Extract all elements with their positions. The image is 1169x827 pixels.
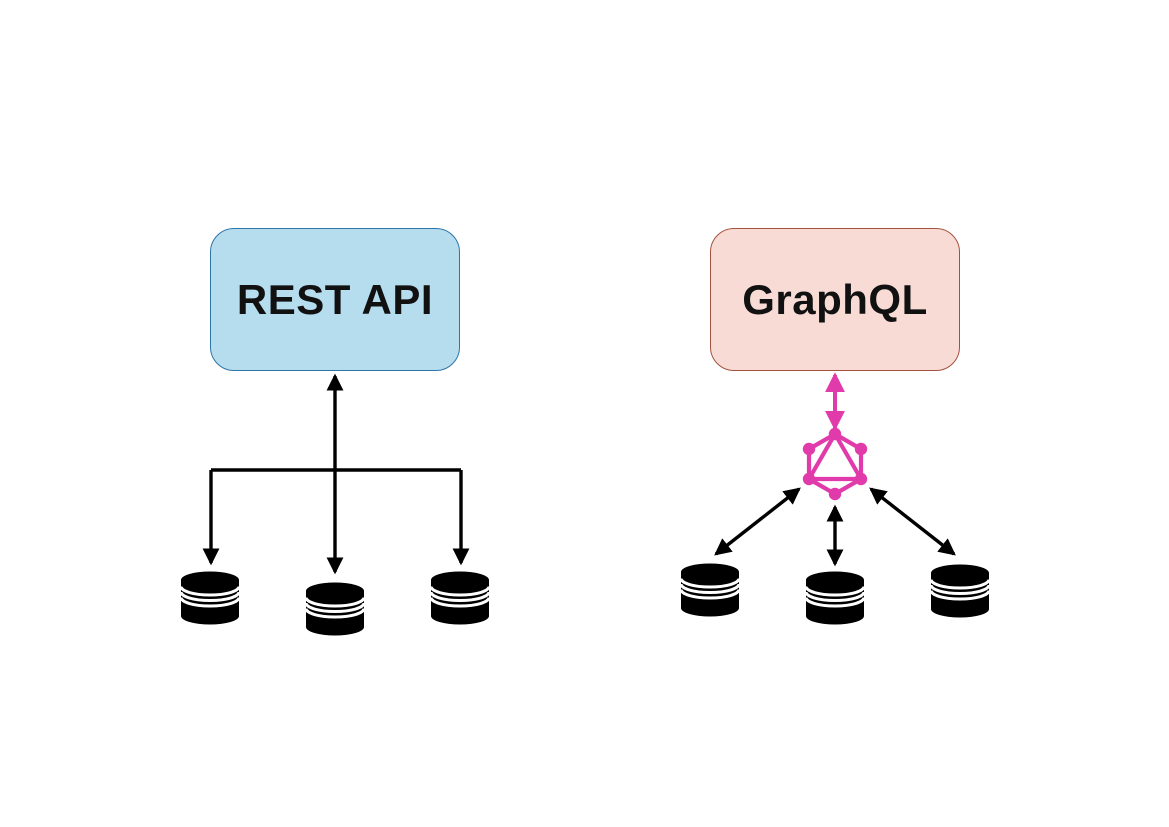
database-icon [679, 562, 741, 618]
graphql-logo-node [854, 442, 868, 456]
graphql-logo-node [828, 427, 842, 441]
database-icon [304, 581, 366, 637]
graphql-logo-icon [802, 427, 868, 501]
connector-logo-to-right-db [869, 487, 956, 556]
graphql-logo-node [802, 442, 816, 456]
rest-api-label: REST API [236, 275, 434, 323]
graphql-label: GraphQL [742, 275, 928, 323]
connector-logo-to-left-db [714, 487, 801, 556]
graphql-node: GraphQL [710, 228, 960, 371]
graphql-logo-triangle [805, 429, 865, 482]
graphql-logo-node [828, 487, 842, 501]
database-icon [929, 563, 991, 619]
database-icon [429, 570, 491, 626]
graphql-logo-node [854, 472, 868, 486]
rest-api-node: REST API [210, 228, 460, 371]
database-icon [179, 570, 241, 626]
database-icon [804, 570, 866, 626]
graphql-logo-node [802, 472, 816, 486]
